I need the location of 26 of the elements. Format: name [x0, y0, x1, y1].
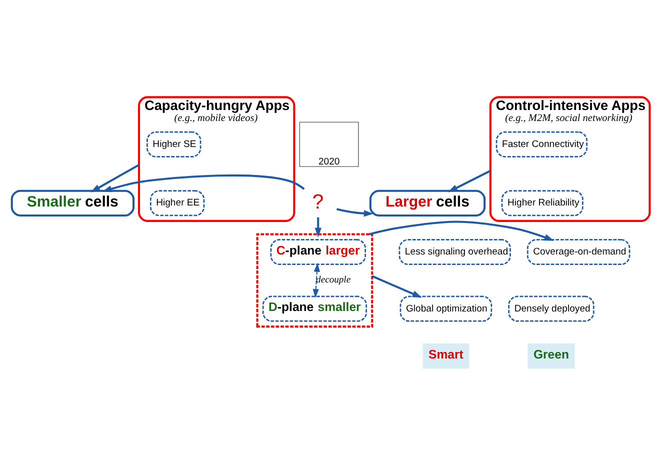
- arrow: [90, 164, 140, 192]
- node-box: Higher EE: [150, 190, 205, 216]
- node-box: Smart: [422, 343, 470, 369]
- arrow: [312, 262, 320, 298]
- edge-label: decouple: [316, 274, 351, 286]
- node-box: Global optimization: [400, 296, 492, 322]
- node-box: Faster Connectivity: [496, 131, 588, 158]
- node-box: Larger cells: [369, 190, 486, 216]
- node-text: ?: [312, 190, 324, 214]
- node-box: 2020: [299, 122, 359, 167]
- node-box: Densely deployed: [508, 296, 594, 322]
- arrow: [448, 170, 491, 192]
- node-box: Coverage-on-demand: [526, 239, 630, 266]
- node-box: Green: [528, 343, 575, 369]
- arrow: [336, 208, 374, 217]
- cluster: [256, 233, 374, 328]
- arrow: [102, 174, 305, 192]
- node-box: Smaller cells: [10, 190, 135, 216]
- node-box: Higher SE: [146, 131, 202, 158]
- node-box: Higher Reliability: [501, 190, 584, 216]
- arrow: [369, 220, 554, 241]
- node-box: D-plane smaller: [262, 296, 367, 322]
- node-box: C-plane larger: [270, 239, 366, 266]
- node-box: Less signaling overhead: [398, 239, 511, 266]
- arrow: [372, 275, 422, 298]
- arrow: [314, 217, 322, 238]
